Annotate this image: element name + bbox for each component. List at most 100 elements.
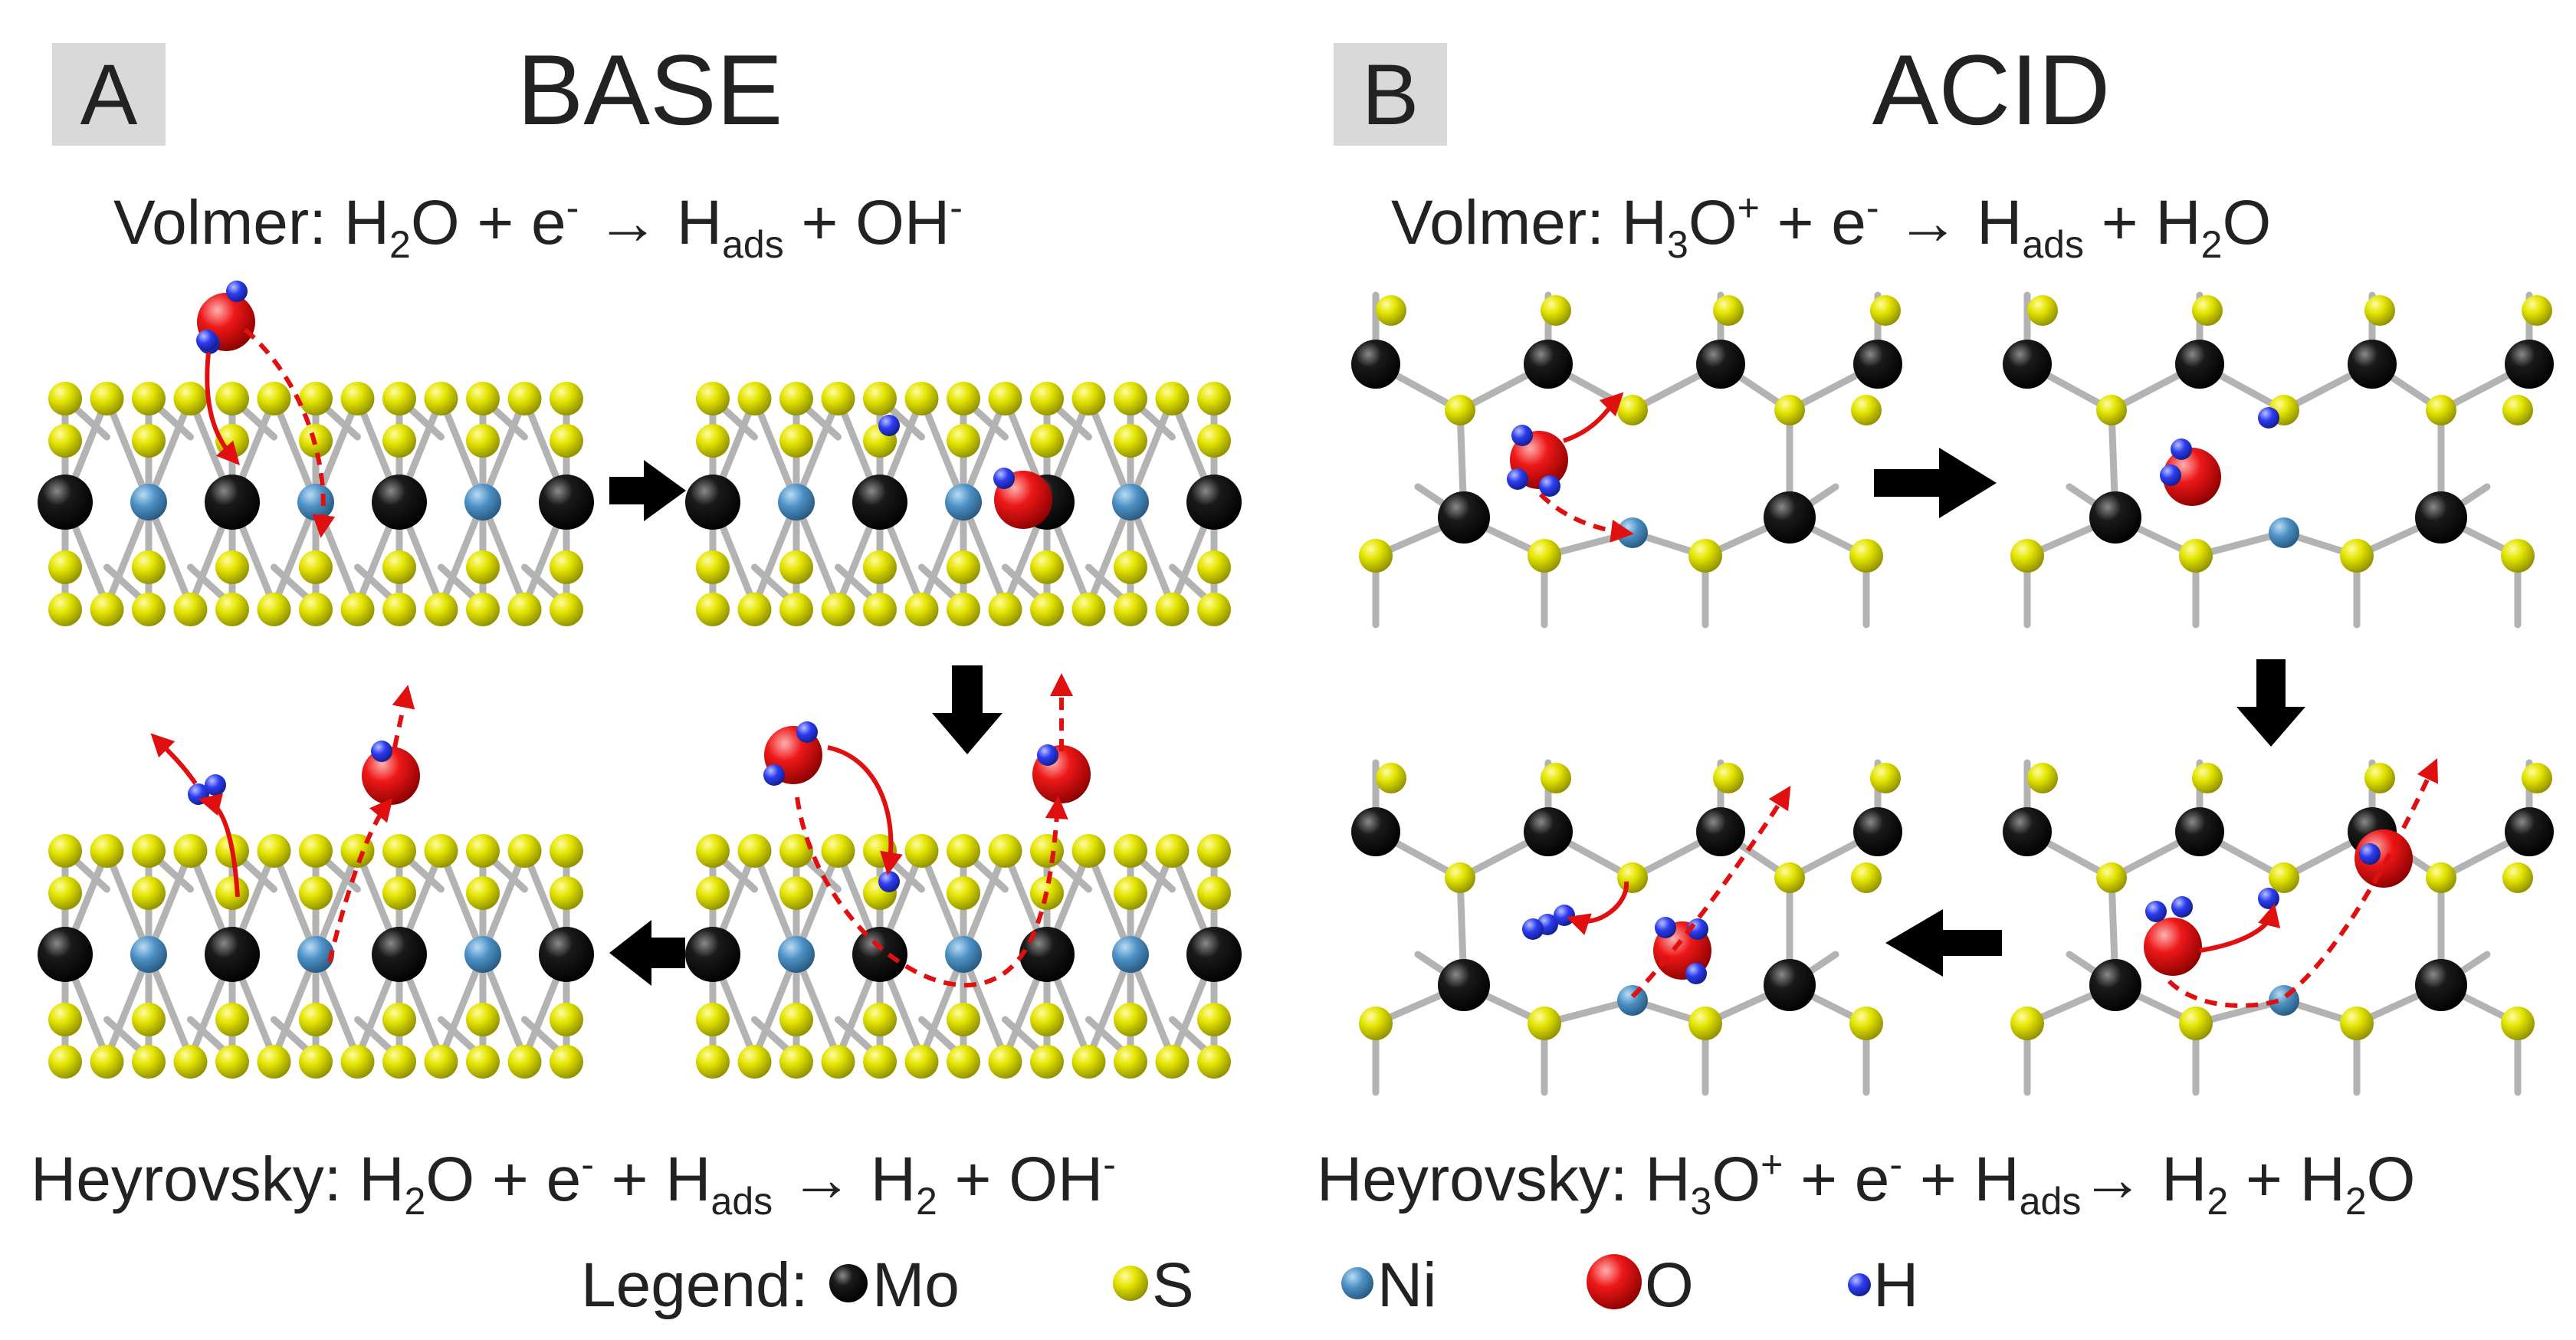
legend-h-label: H	[1873, 1250, 1918, 1320]
sulfur-atom	[2426, 395, 2456, 425]
bond	[1127, 498, 1176, 609]
molybdenum-atom	[2348, 340, 2397, 389]
sulfur-atom	[132, 382, 166, 415]
sulfur-atom	[466, 382, 500, 415]
subscript: 3	[1691, 1180, 1712, 1223]
base-heyrovsky-initial-structure	[685, 673, 1242, 1079]
sulfur-atom	[1197, 1003, 1231, 1036]
bond	[271, 498, 320, 609]
reaction-arrow: →	[773, 1145, 871, 1214]
bond	[103, 847, 153, 958]
sulfur-atom	[1445, 862, 1475, 893]
molybdenum-atom	[2505, 807, 2554, 856]
sulfur-atom	[696, 834, 730, 868]
sulfur-atom	[466, 1045, 500, 1079]
reaction-arrow: →	[1879, 188, 1977, 258]
sulfur-atom	[48, 593, 82, 626]
sulfur-atom	[1528, 539, 1561, 573]
sulfur-atom	[1155, 834, 1190, 868]
hydrogen-atom	[2160, 465, 2181, 486]
sulfur-atom	[257, 593, 291, 626]
sulfur-atom	[424, 834, 458, 868]
molybdenum-atom	[2089, 491, 2141, 544]
bond	[1127, 847, 1176, 958]
molybdenum-atom	[2175, 807, 2224, 856]
sulfur-atom	[507, 593, 542, 626]
electron-path-arrow	[795, 796, 1068, 988]
molybdenum-atom	[1186, 927, 1242, 982]
sulfur-atom	[90, 1045, 124, 1079]
equation-term: H	[2161, 1145, 2207, 1214]
sulfur-atom	[1155, 1045, 1190, 1079]
molybdenum-atom	[1853, 340, 1902, 389]
sulfur-atom	[1376, 763, 1406, 793]
molybdenum-atom	[1438, 491, 1490, 544]
subscript: ads	[2022, 223, 2084, 266]
bond	[103, 395, 153, 506]
sulfur-atom	[466, 834, 500, 868]
bond	[751, 951, 800, 1062]
sulfur-atom	[1114, 876, 1147, 910]
sulfur-atom	[947, 834, 980, 868]
sulfur-atom	[1071, 593, 1106, 626]
sulfur-atom	[1114, 834, 1147, 868]
hydroxide-release-arrow	[392, 685, 415, 748]
sulfur-atom	[779, 876, 813, 910]
bond	[145, 951, 194, 1062]
base-step-arrow-left	[609, 920, 685, 986]
hydrogen-atom	[1522, 918, 1544, 940]
sulfur-atom	[696, 382, 730, 415]
sulfur-atom	[382, 834, 416, 868]
sulfur-atom	[863, 382, 897, 415]
bond	[312, 951, 361, 1062]
hydroxide-ion	[362, 741, 420, 805]
oxygen-atom	[362, 747, 420, 805]
sulfur-atom	[550, 424, 583, 458]
sulfur-atom	[340, 382, 375, 415]
bond	[1085, 951, 1134, 1062]
equation-term: + OH	[784, 188, 950, 258]
base-volmer-final-structure	[685, 382, 1242, 626]
acid-step-arrow-left	[1885, 909, 2002, 977]
hydrogen-atom	[196, 330, 218, 351]
sulfur-atom	[904, 1045, 939, 1079]
sulfur-atom	[863, 1003, 897, 1036]
sulfur-atom	[988, 382, 1022, 415]
sulfur-atom	[215, 1003, 249, 1036]
sulfur-atom	[299, 550, 333, 584]
nickel-atom	[945, 936, 982, 973]
sulfur-atom	[1617, 862, 1648, 893]
equation-term: O	[1688, 188, 1738, 258]
sulfur-atom	[1114, 593, 1147, 626]
bond	[960, 395, 1009, 506]
sulfur-atom	[947, 1045, 980, 1079]
nickel-atom	[130, 484, 167, 521]
sulfur-atom	[340, 1045, 375, 1079]
sulfur-atom	[550, 876, 583, 910]
sulfur-atom	[2522, 295, 2552, 326]
equation-term: + H	[1902, 1145, 2020, 1214]
sulfur-atom	[988, 593, 1022, 626]
sulfur-atom	[1071, 1045, 1106, 1079]
legend-label: Legend:	[581, 1250, 808, 1320]
panel-b-letter-box	[1334, 43, 1447, 146]
sulfur-atom	[779, 1045, 813, 1079]
hydrogen-atom	[763, 764, 785, 786]
hydrogen-atom	[1037, 744, 1058, 766]
bond	[479, 498, 528, 609]
bond-formation-arrow	[1566, 881, 1629, 935]
base-volmer-initial-structure	[38, 281, 594, 626]
acid-volmer-initial-structure	[1351, 291, 1902, 629]
molybdenum-atom	[1351, 807, 1400, 856]
adsorbed-hydrogen	[2258, 888, 2279, 909]
sulfur-atom	[507, 834, 542, 868]
equation-term: O	[2222, 188, 2271, 258]
acid-volmer-final-structure	[2003, 291, 2554, 629]
molybdenum-atom	[1764, 491, 1816, 544]
sulfur-atom	[382, 550, 416, 584]
equation-term: O	[1711, 1145, 1761, 1214]
sulfur-atom	[1197, 876, 1231, 910]
bond	[145, 498, 194, 609]
sulfur-atom	[821, 1045, 855, 1079]
nickel-atom	[945, 484, 982, 521]
